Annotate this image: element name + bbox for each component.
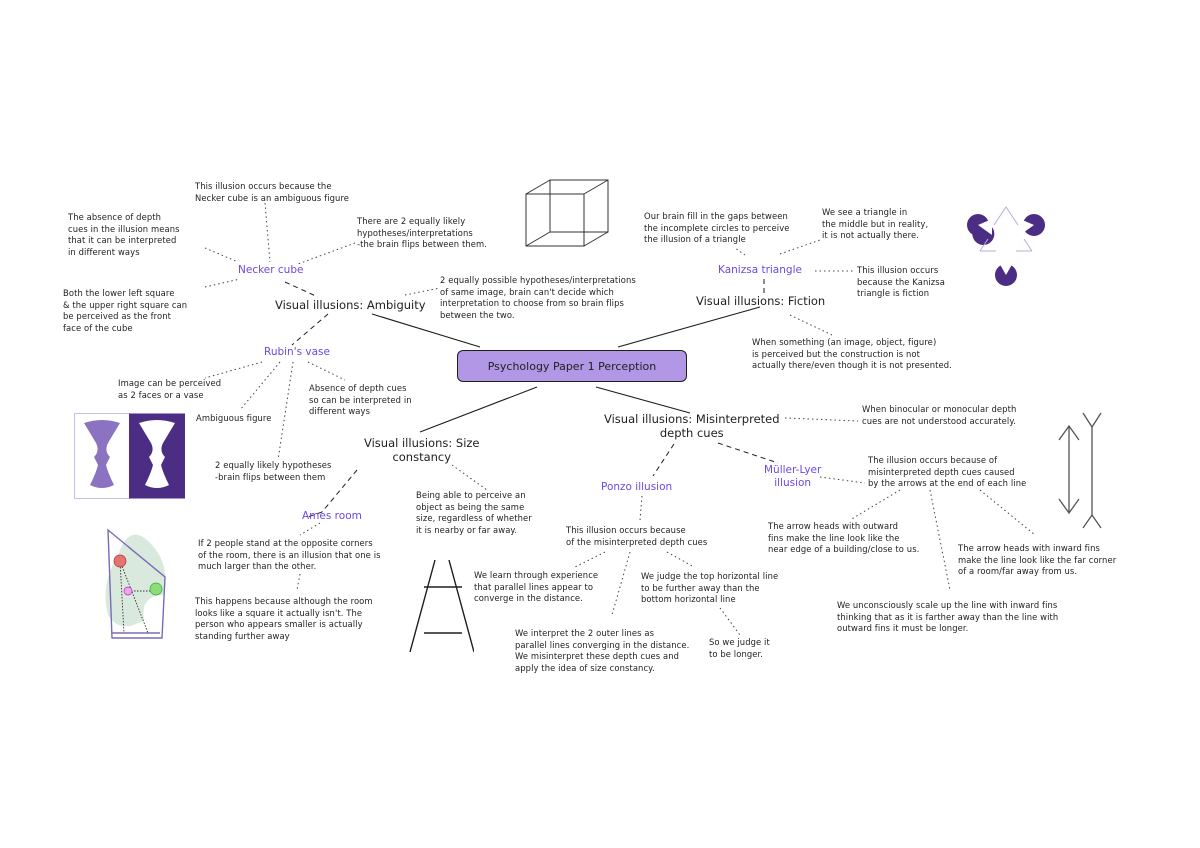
- ponzo-note-5: So we judge it to be longer.: [709, 637, 770, 659]
- size-note: Being able to perceive an object as bein…: [416, 490, 532, 535]
- topic-misinterpreted-depth-cues[interactable]: Visual illusions: Misinterpreted depth c…: [604, 412, 780, 440]
- topic-fiction[interactable]: Visual illusions: Fiction: [696, 294, 826, 308]
- ponzo-note-3: We judge the top horizontal line to be f…: [641, 571, 779, 604]
- muller-note-3: The arrow heads with inward fins make th…: [958, 543, 1117, 576]
- fiction-note: When something (an image, object, figure…: [752, 337, 952, 370]
- rubin-note-2: Ambiguous figure: [196, 413, 272, 423]
- kanizsa-triangle-illustration: [967, 206, 1045, 286]
- ponzo-illusion-illustration: [409, 559, 474, 653]
- necker-cube-illustration: [525, 179, 609, 247]
- ames-note-1: If 2 people stand at the opposite corner…: [198, 538, 381, 571]
- central-topic[interactable]: Psychology Paper 1 Perception: [457, 350, 687, 382]
- subtopic-kanizsa-triangle[interactable]: Kanizsa triangle: [718, 264, 802, 276]
- central-topic-label: Psychology Paper 1 Perception: [487, 359, 657, 373]
- ames-room-illustration: [105, 528, 166, 639]
- ponzo-note-2: We learn through experience that paralle…: [474, 570, 599, 603]
- subtopic-necker-cube[interactable]: Necker cube: [238, 264, 304, 276]
- depth-note: When binocular or monocular depth cues a…: [862, 404, 1017, 426]
- subtopic-muller-lyer-illusion[interactable]: Müller-Lyer illusion: [764, 464, 822, 489]
- necker-note-2: The absence of depth cues in the illusio…: [68, 212, 180, 257]
- muller-note-4: We unconsciously scale up the line with …: [837, 600, 1059, 633]
- rubin-note-1: Image can be perceived as 2 faces or a v…: [118, 378, 222, 400]
- ponzo-note-4: We interpret the 2 outer lines as parall…: [515, 628, 690, 673]
- ames-note-2: This happens because although the room l…: [195, 596, 373, 641]
- muller-note-2: The arrow heads with outward fins make t…: [768, 521, 920, 554]
- kanizsa-note-3: This illusion occurs because the Kanizsa…: [857, 265, 946, 298]
- topic-ambiguity[interactable]: Visual illusions: Ambiguity: [275, 298, 426, 312]
- muller-lyer-illustration: [1058, 412, 1102, 529]
- subtopic-ames-room[interactable]: Ames room: [302, 510, 362, 522]
- rubin-note-3: Absence of depth cues so can be interpre…: [309, 383, 412, 416]
- rubins-vase-illustration: [74, 413, 185, 499]
- kanizsa-note-1: Our brain fill in the gaps between the i…: [644, 211, 790, 244]
- muller-note-1: The illusion occurs because of misinterp…: [868, 455, 1027, 488]
- necker-note-1: This illusion occurs because the Necker …: [195, 181, 350, 203]
- ambiguity-note: 2 equally possible hypotheses/interpreta…: [440, 275, 636, 320]
- necker-note-3: There are 2 equally likely hypotheses/in…: [357, 216, 488, 249]
- subtopic-rubins-vase[interactable]: Rubin's vase: [264, 346, 330, 358]
- subtopic-ponzo-illusion[interactable]: Ponzo illusion: [601, 481, 673, 493]
- topic-size-constancy[interactable]: Visual illusions: Size constancy: [364, 436, 480, 464]
- rubin-note-4: 2 equally likely hypotheses -brain flips…: [215, 460, 332, 482]
- ponzo-note-1: This illusion occurs because of the misi…: [566, 525, 708, 547]
- kanizsa-note-2: We see a triangle in the middle but in r…: [822, 207, 929, 240]
- necker-note-4: Both the lower left square & the upper r…: [63, 288, 188, 333]
